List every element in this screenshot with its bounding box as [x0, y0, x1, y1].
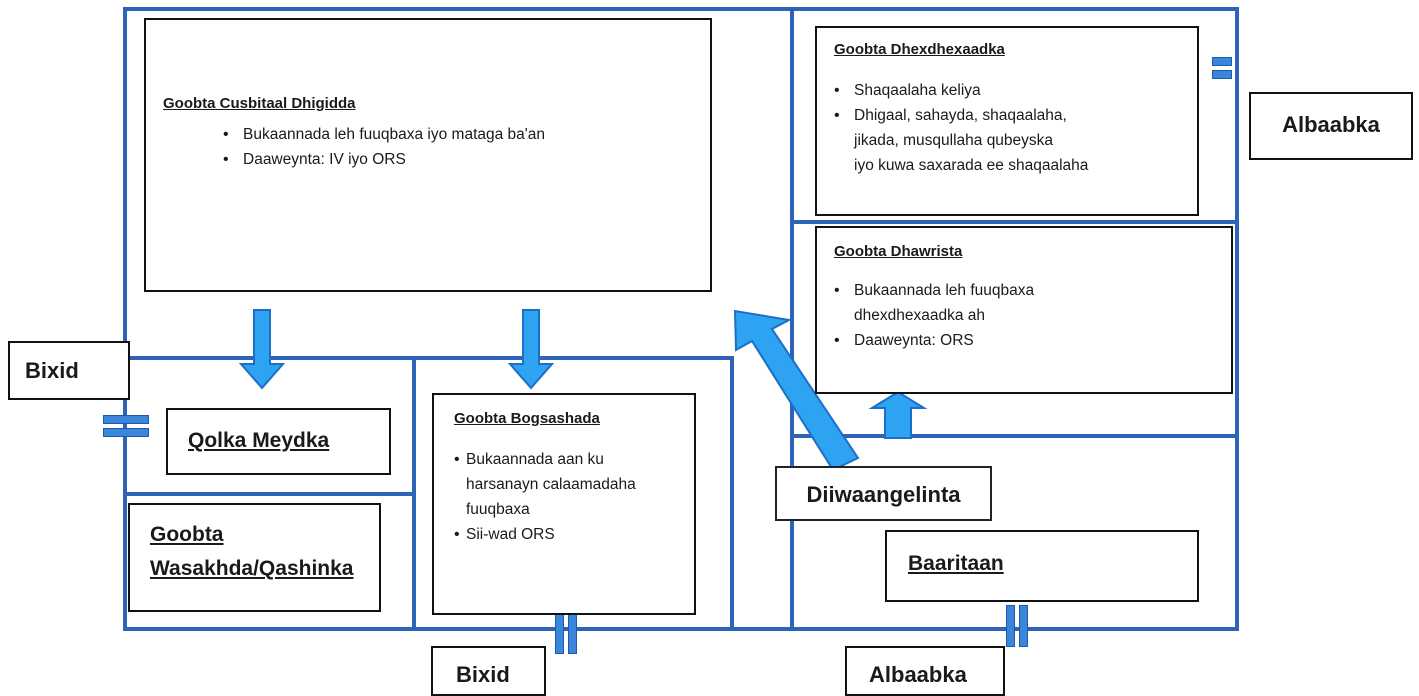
zone-bogsashada-list: Bukaannada aan ku — [454, 447, 694, 472]
zone-dhexdhexaadka-title: Goobta Dhexdhexaadka — [834, 41, 1005, 58]
zone-bogsashada: Goobta Bogsashada Bukaannada aan ku hars… — [432, 393, 696, 615]
zone-dhexdhexaadka: Goobta Dhexdhexaadka Shaqaalaha keliya D… — [815, 26, 1199, 216]
list-item-continued: iyo kuwa saxarada ee shaqaalaha — [854, 157, 1089, 174]
zone-bogsashada-title: Goobta Bogsashada — [454, 410, 600, 427]
zone-diiwaangelinta: Diiwaangelinta — [775, 466, 992, 521]
label-bixid-left: Bixid — [8, 341, 130, 400]
zone-cusbitaal-title: Goobta Cusbitaal Dhigidda — [163, 95, 356, 112]
label-albaabka-top: Albaabka — [1249, 92, 1413, 160]
arrow-down-left-icon — [238, 309, 286, 390]
zone-cusbitaal-dhigidda: Goobta Cusbitaal Dhigidda Bukaannada leh… — [144, 18, 712, 292]
list-item-continued: fuuqbaxa — [466, 501, 530, 518]
label-bixid-bottom: Bixid — [431, 646, 546, 696]
label-albaabka-top-text: Albaabka — [1282, 112, 1380, 137]
door-bottom-right[interactable] — [1006, 605, 1030, 647]
zone-dhawrista-list: Bukaannada leh fuuqbaxa — [834, 278, 1231, 303]
door-top-right[interactable] — [1212, 57, 1232, 81]
wall-bogsashada-left — [412, 356, 416, 629]
wall-right-upper — [792, 220, 1237, 224]
list-item: Daaweynta: ORS — [834, 328, 1231, 353]
list-item: Shaqaalaha keliya — [834, 78, 1197, 103]
label-bixid-bottom-text: Bixid — [456, 662, 510, 687]
list-item: Dhigaal, sahayda, shaqaalaha, — [834, 103, 1197, 128]
outer-wall-top — [123, 7, 1239, 11]
arrow-up-right-icon — [868, 390, 928, 439]
zone-dhawrista: Goobta Dhawrista Bukaannada leh fuuqbaxa… — [815, 226, 1233, 394]
label-albaabka-bottom: Albaabka — [845, 646, 1005, 696]
outer-wall-bottom — [123, 627, 1239, 631]
outer-wall-left — [123, 7, 127, 631]
label-albaabka-bottom-text: Albaabka — [869, 662, 967, 687]
zone-dhexdhexaadka-list: Shaqaalaha keliya Dhigaal, sahayda, shaq… — [834, 78, 1197, 128]
list-item: Bukaannada leh fuuqbaxa iyo mataga ba'an — [223, 122, 710, 147]
zone-qolka-meydka-title: Qolka Meydka — [188, 429, 330, 452]
wall-vertical-right — [790, 7, 794, 631]
zone-wasakhda-title-line2: Wasakhda/Qashinka — [150, 557, 354, 580]
zone-diiwaangelinta-title: Diiwaangelinta — [806, 482, 961, 507]
door-bottom-center[interactable] — [555, 610, 579, 654]
wall-bogsashada-right — [730, 356, 734, 629]
wall-left-lower — [125, 492, 414, 496]
list-item-continued: harsanayn calaamadaha — [466, 476, 636, 493]
zone-wasakhda-title-line1: Goobta — [150, 523, 224, 546]
list-item-continued: jikada, musqullaha qubeyska — [854, 132, 1054, 149]
zone-qolka-meydka: Qolka Meydka — [166, 408, 391, 475]
wall-right-lower — [792, 434, 1237, 438]
list-item: Bukaannada aan ku — [454, 447, 694, 472]
zone-baaritaan-title: Baaritaan — [908, 552, 1004, 575]
wall-left-mid — [125, 356, 732, 360]
label-bixid-left-text: Bixid — [25, 358, 79, 383]
zone-cusbitaal-list: Bukaannada leh fuuqbaxa iyo mataga ba'an… — [223, 122, 710, 172]
outer-wall-right — [1235, 7, 1239, 631]
zone-dhawrista-list-2: Daaweynta: ORS — [834, 328, 1231, 353]
zone-bogsashada-list-2: Sii-wad ORS — [454, 522, 694, 547]
zone-baaritaan: Baaritaan — [885, 530, 1199, 602]
zone-dhawrista-title: Goobta Dhawrista — [834, 243, 963, 260]
list-item-continued: dhexdhexaadka ah — [854, 307, 986, 324]
door-left[interactable] — [103, 415, 149, 439]
list-item: Sii-wad ORS — [454, 522, 694, 547]
list-item: Daaweynta: IV iyo ORS — [223, 147, 710, 172]
zone-wasakhda-qashinka: Goobta Wasakhda/Qashinka — [128, 503, 381, 612]
arrow-down-center-icon — [507, 309, 555, 390]
list-item: Bukaannada leh fuuqbaxa — [834, 278, 1231, 303]
